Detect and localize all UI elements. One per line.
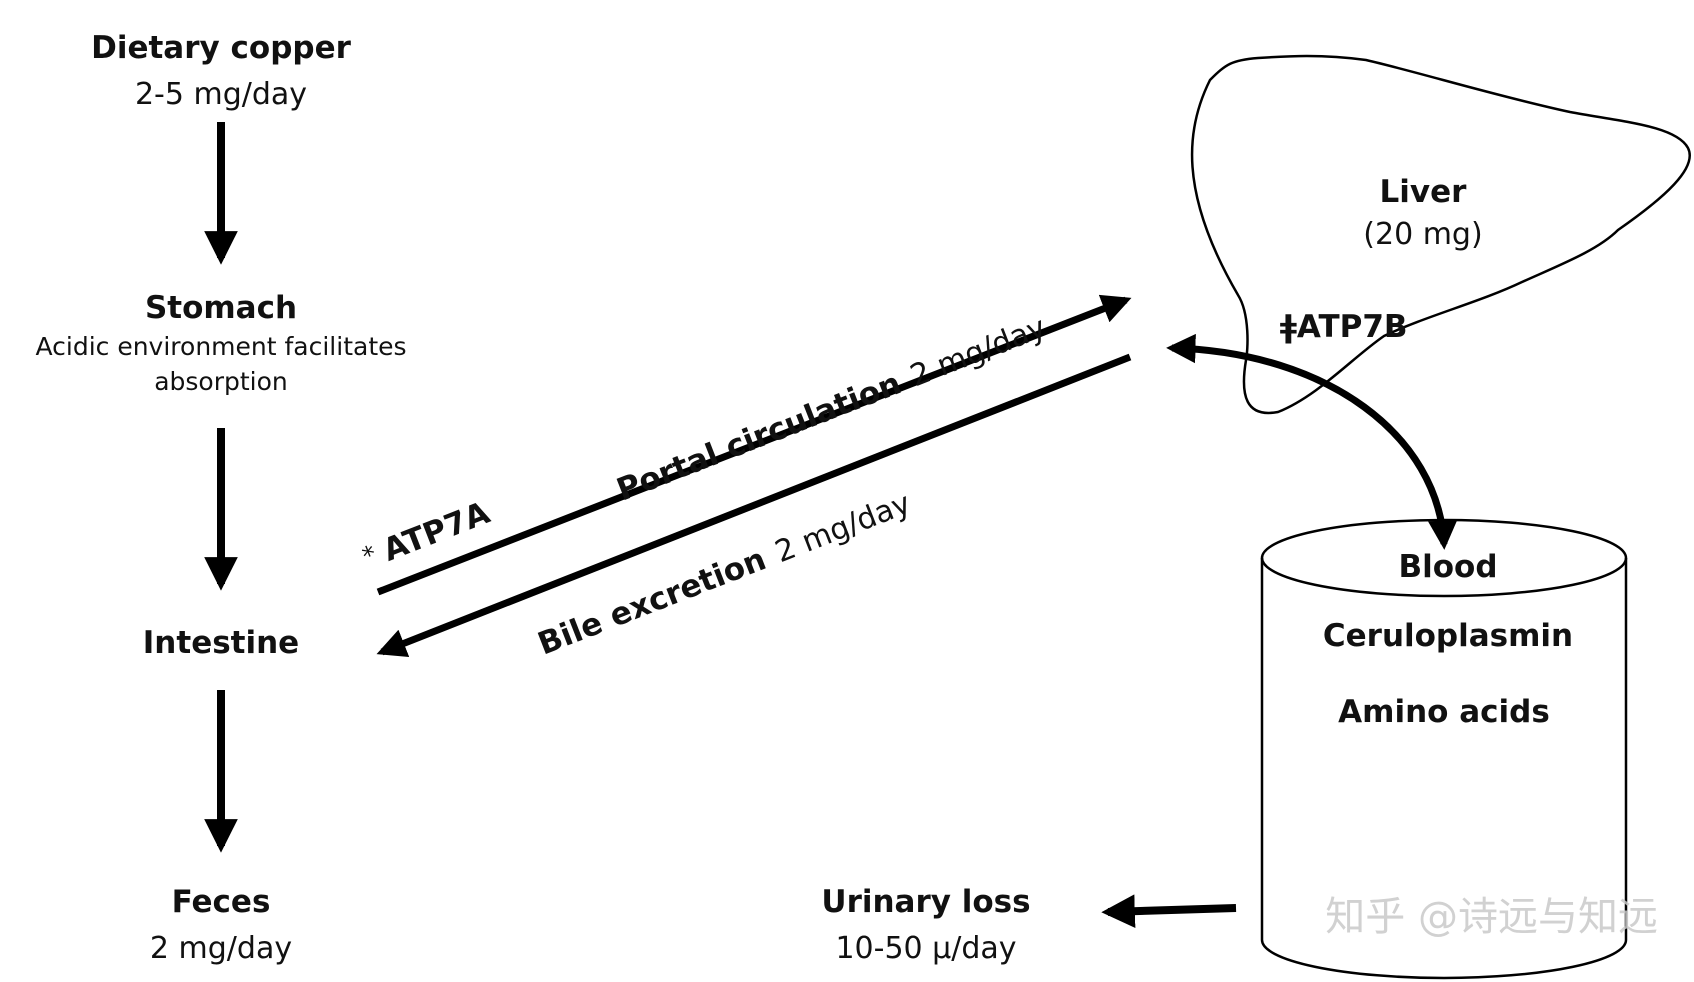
bile-excretion-amount: 2 mg/day (770, 486, 915, 570)
bile-excretion-label: Bile excretion (533, 541, 771, 662)
liver-value: (20 mg) (1363, 217, 1482, 252)
arrow-bile-excretion (376, 353, 1132, 658)
urinary-loss-title: Urinary loss (821, 884, 1030, 920)
liver-title: Liver (1380, 174, 1468, 210)
blood-title: Blood (1398, 549, 1497, 585)
urinary-loss-value: 10-50 µ/day (835, 931, 1016, 966)
blood-amino-acids: Amino acids (1338, 694, 1550, 730)
blood-ceruloplasmin: Ceruloplasmin (1323, 618, 1573, 654)
atp7a-label: ATP7A (378, 495, 495, 569)
portal-circulation-label: Portal circulation (612, 365, 906, 508)
arrow-blood-to-urinary (1101, 894, 1237, 928)
arrow-liver-blood (1166, 333, 1458, 550)
atp7a-mark: * (358, 539, 380, 571)
dietary-copper-value: 2-5 mg/day (135, 77, 307, 112)
liver-shape (1190, 54, 1691, 415)
stomach-desc-line1: Acidic environment facilitates (35, 332, 406, 361)
portal-circulation-amount: 2 mg/day (906, 310, 1051, 394)
watermark-text: 知乎 @诗远与知远 (1325, 894, 1658, 940)
feces-value: 2 mg/day (150, 931, 292, 966)
svg-text:* ATP7A: * ATP7A (358, 495, 495, 577)
stomach-title: Stomach (145, 290, 297, 326)
stomach-desc-line2: absorption (154, 367, 288, 396)
feces-title: Feces (172, 884, 271, 920)
intestine-title: Intestine (143, 625, 299, 661)
atp7a-label-group: * ATP7A (358, 495, 495, 577)
atp7b-label: ǂATP7B (1280, 309, 1408, 345)
arrow-portal-circulation (376, 294, 1132, 596)
dietary-copper-title: Dietary copper (91, 30, 351, 66)
